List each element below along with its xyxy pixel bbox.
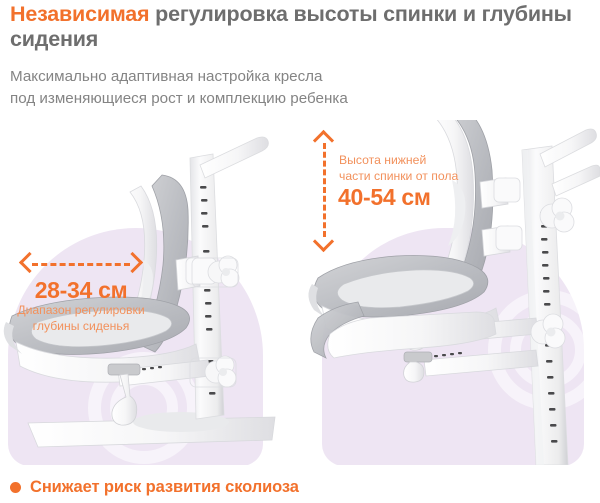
backrest-height-caption: Высота нижней части спинки от пола: [339, 153, 519, 184]
page-subtitle-line2: под изменяющиеся рост и комплекцию ребен…: [10, 89, 348, 107]
backrest-height-value: 40-54 см: [338, 184, 431, 210]
orange-dot-icon: [10, 482, 21, 493]
seat-depth-caption-line2: глубины сиденья: [32, 318, 130, 333]
page-subtitle-line1: Максимально адаптивная настройка кресла: [10, 68, 323, 85]
left-chair-image: [3, 136, 276, 448]
adjustment-knob-lower: [530, 313, 566, 349]
adjustment-knob-upper: [207, 255, 240, 288]
arrow-shaft: [32, 263, 130, 266]
backrest-height-caption-line2: части спинки от пола: [339, 168, 459, 183]
right-panel: Высота нижней части спинки от пола 40-54…: [300, 120, 600, 465]
seat-depth-value: 28-34 см: [34, 277, 128, 303]
backrest-height-caption-line1: Высота нижней: [339, 153, 427, 167]
arrow-head-down-icon: [312, 230, 335, 253]
arrow-shaft: [323, 143, 326, 237]
page-title-rest: регулировка высоты спинки и глубины сиде…: [10, 2, 572, 51]
footer-benefit: Снижает риск развития сколиоза: [10, 478, 299, 497]
adjustment-knob-lower: [204, 355, 237, 388]
seat-depth-caption: Диапазон регулировки глубины сиденья: [0, 303, 162, 334]
arrow-head-right-icon: [121, 251, 144, 274]
horizontal-double-arrow-dashed-icon: [18, 251, 144, 278]
vertical-double-arrow-dashed-icon: [312, 129, 336, 253]
left-panel: 28-34 см Диапазон регулировки глубины си…: [0, 120, 292, 465]
page-title: Независимая регулировка высоты спинки и …: [10, 2, 595, 52]
seat-depth-caption-line1: Диапазон регулировки: [17, 303, 145, 317]
adjustment-knob-upper: [539, 197, 575, 233]
right-chair-image: [308, 120, 600, 465]
page-subtitle: Максимально адаптивная настройка кресла …: [10, 66, 490, 109]
page-title-highlight: Независимая: [10, 2, 150, 26]
seat-position-lower: [310, 301, 539, 383]
footer-benefit-text: Снижает риск развития сколиоза: [30, 478, 299, 496]
